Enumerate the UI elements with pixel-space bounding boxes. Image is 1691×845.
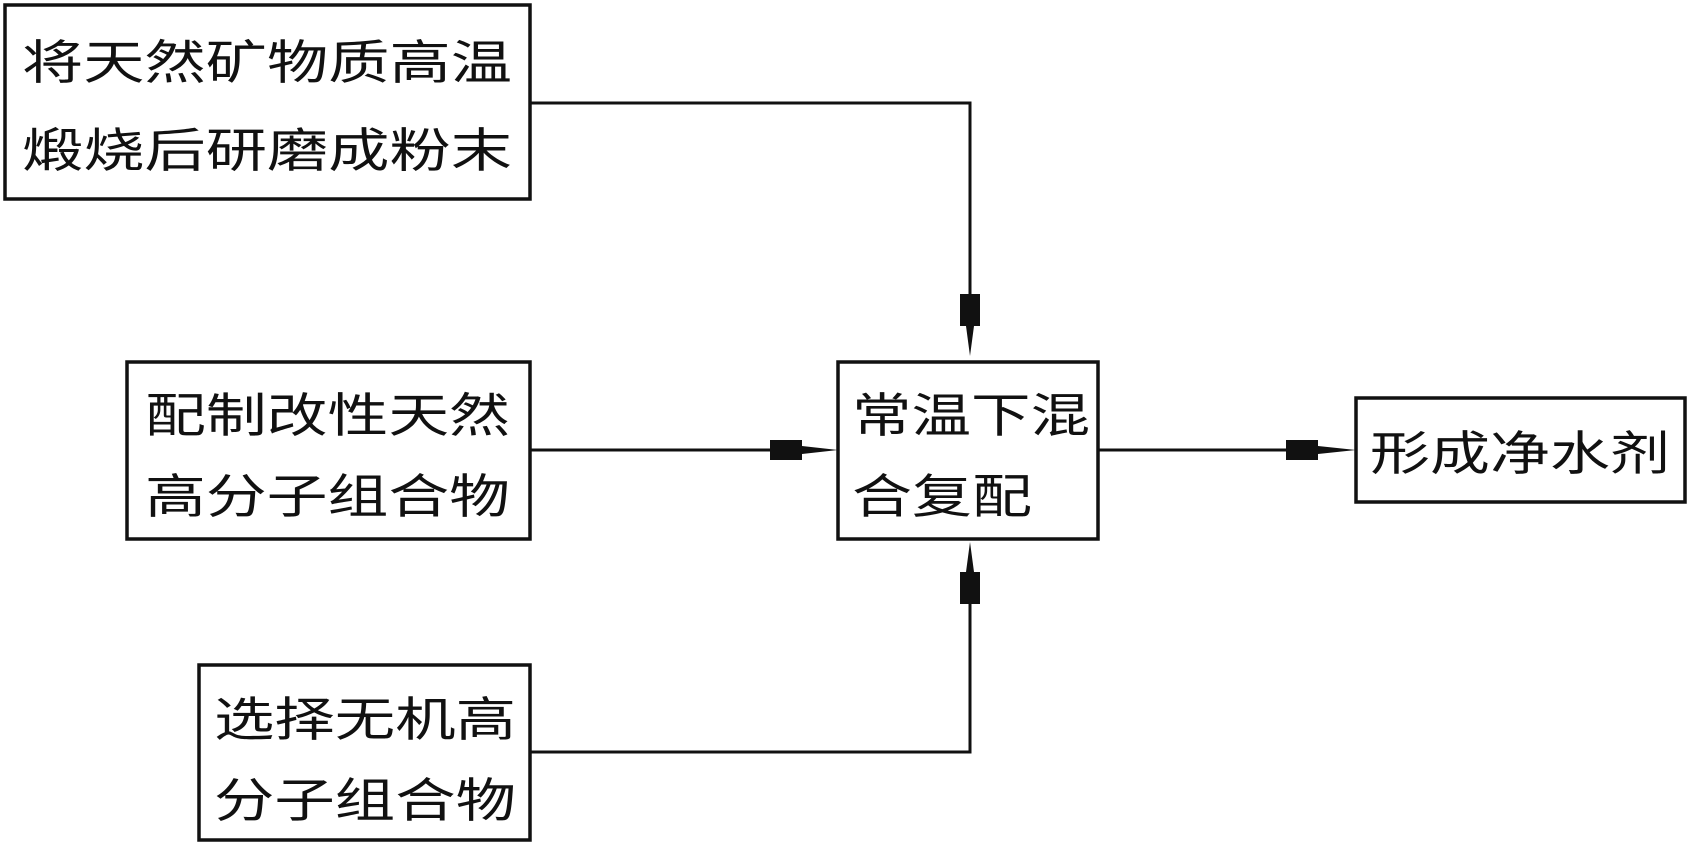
node-calcine-box <box>3 3 532 201</box>
connector-inorganic-to-mix <box>530 602 972 754</box>
node-calcine: 将天然矿物质高温 煅烧后研磨成粉末 <box>3 3 532 201</box>
node-polymer: 配制改性天然 高分子组合物 <box>125 360 532 541</box>
node-product: 形成净水剂 <box>1354 396 1687 504</box>
node-inorganic-line-1: 选择无机高 <box>214 693 516 748</box>
node-mix-line-2: 合复配 <box>852 470 1032 525</box>
node-mix-box <box>836 360 1100 541</box>
node-polymer-box <box>125 360 532 541</box>
arrowhead-down-icon <box>960 294 980 356</box>
arrowhead-right-icon <box>770 440 838 460</box>
arrowhead-up-icon <box>960 542 980 604</box>
node-inorganic-line-2: 分子组合物 <box>214 774 516 829</box>
node-inorganic-box <box>197 663 532 842</box>
node-polymer-line-2: 高分子组合物 <box>145 470 510 525</box>
connector-calcine-to-mix <box>530 101 972 296</box>
node-calcine-line-2: 煅烧后研磨成粉末 <box>22 124 512 179</box>
node-mix-line-1: 常温下混 <box>852 389 1090 444</box>
node-calcine-line-1: 将天然矿物质高温 <box>22 36 512 91</box>
node-mix: 常温下混 合复配 <box>836 360 1100 541</box>
node-product-box <box>1354 396 1687 504</box>
node-product-line-1: 形成净水剂 <box>1370 427 1670 482</box>
node-inorganic: 选择无机高 分子组合物 <box>197 663 532 842</box>
node-polymer-line-1: 配制改性天然 <box>145 389 510 444</box>
arrowhead-right-icon <box>1286 440 1356 460</box>
connectors <box>530 101 1356 754</box>
